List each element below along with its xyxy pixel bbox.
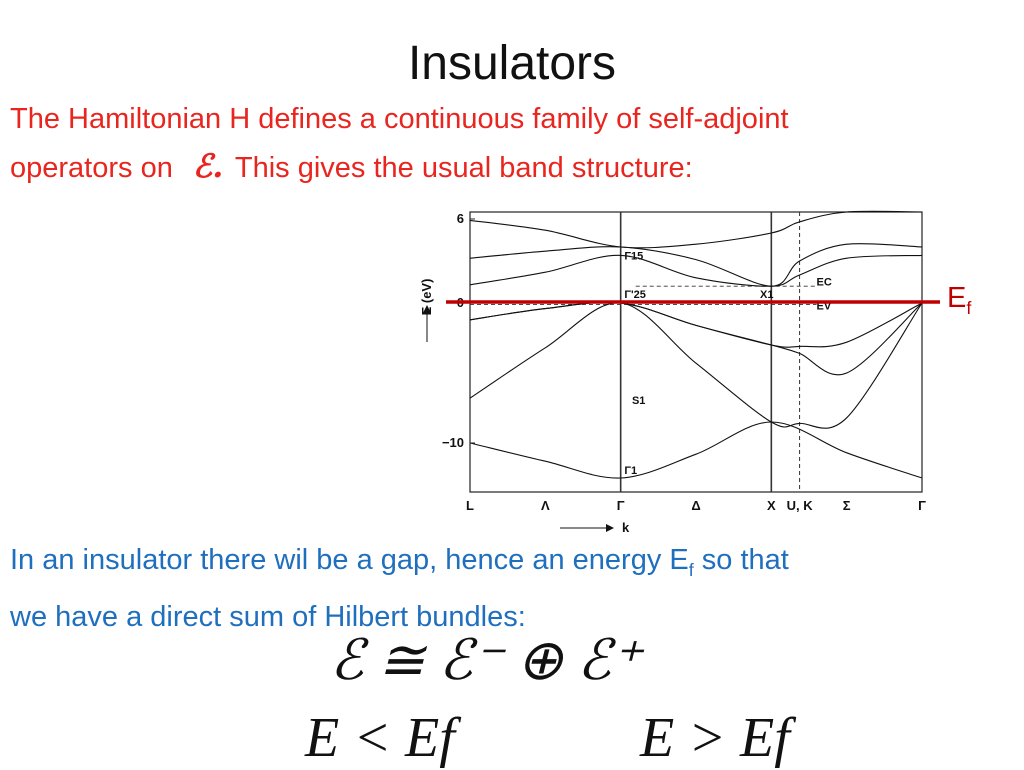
direct-sum-equation: ℰ ≅ ℰ⁻ ⊕ ℰ⁺	[330, 630, 641, 692]
y-axis-label: E (eV)	[419, 279, 434, 316]
plot-frame	[469, 211, 923, 493]
x-tick-label-7: Γ	[918, 498, 926, 513]
y-tick-label-0: 6	[457, 211, 464, 226]
x-tick-label-2: Γ	[617, 498, 625, 513]
gap-line-2: we have a direct sum of Hilbert bundles:	[10, 600, 526, 633]
intro-line-2a: operators on	[10, 152, 173, 184]
upper-band-condition: E > Ef	[640, 707, 790, 769]
band-line-1	[469, 302, 923, 429]
script-e-symbol: ℰ.	[192, 147, 224, 185]
gap-line-1a: In an insulator there wil be a gap, henc…	[10, 544, 689, 576]
gap-line-1-sub: f	[688, 559, 694, 580]
band-annotation-6: Γ1	[624, 465, 637, 477]
y-tick-label-2: −10	[442, 435, 464, 450]
x-tick-label-5: U, K	[787, 498, 814, 513]
fermi-label-main: E	[947, 282, 967, 314]
x-axis-label: k	[622, 520, 630, 535]
band-annotation-5: S1	[632, 395, 645, 407]
band-line-3	[469, 301, 923, 348]
intro-text: The Hamiltonian H defines a continuous f…	[10, 96, 1020, 192]
band-line-2	[469, 301, 923, 376]
intro-line-1: The Hamiltonian H defines a continuous f…	[10, 103, 789, 135]
intro-line-2b: This gives the usual band structure:	[234, 152, 693, 184]
band-line-0	[469, 421, 923, 479]
band-line-6	[469, 210, 923, 249]
slide-title: Insulators	[407, 37, 617, 90]
y-axis-arrowhead	[423, 305, 431, 313]
x-axis-arrowhead	[606, 524, 614, 532]
band-annotation-0: Γ15	[624, 251, 643, 263]
x-tick-label-0: L	[466, 498, 474, 513]
lower-band-condition: E < Ef	[305, 707, 455, 769]
band-line-5	[469, 243, 923, 287]
x-tick-label-1: Λ	[541, 498, 550, 513]
fermi-level-label: Ef	[947, 282, 971, 319]
x-tick-label-3: Δ	[691, 498, 700, 513]
band-line-4	[469, 254, 923, 287]
fermi-label-sub: f	[966, 297, 972, 318]
gap-line-1b: so that	[693, 544, 789, 576]
band-annotation-2: X1	[760, 289, 773, 301]
band-annotation-1: Γ'25	[624, 289, 645, 301]
gap-text: In an insulator there wil be a gap, henc…	[10, 537, 1010, 641]
band-annotation-3: EC	[817, 277, 832, 289]
x-tick-label-4: X	[767, 498, 776, 513]
x-tick-label-6: Σ	[843, 498, 851, 513]
